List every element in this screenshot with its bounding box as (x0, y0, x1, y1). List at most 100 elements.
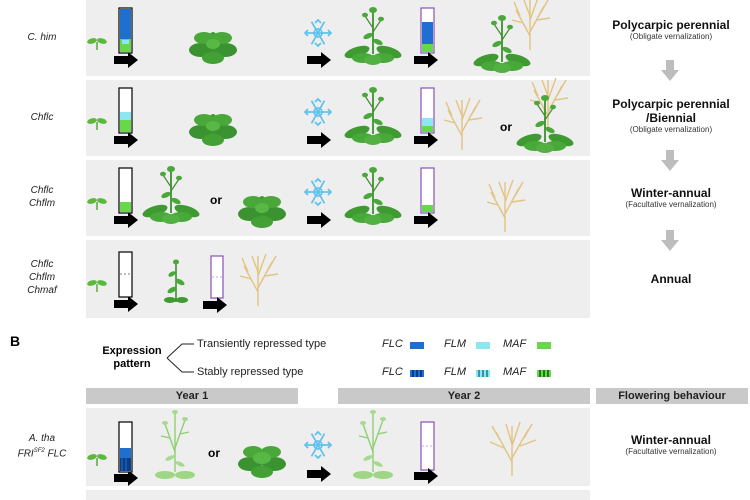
row-4-graphics (85, 251, 279, 313)
row-label-2: Chflc (0, 111, 84, 124)
behaviour-3: Winter-annual (Facultative vernalization… (596, 186, 746, 210)
vernalization-note: (Obligate vernalization) (629, 125, 713, 134)
row-label-line: Chflm (28, 272, 56, 283)
bolting-plant-icon (154, 409, 196, 480)
row-label-line: Chflc (30, 185, 54, 196)
expression-pattern-title: Expression pattern (96, 345, 168, 371)
seedling-icon (85, 452, 109, 467)
gene-flc-label: FLC (382, 366, 403, 378)
panel-letter: B (10, 333, 21, 349)
type-transient: Transiently repressed type (197, 338, 327, 350)
gene-maf-label: MAF (503, 366, 527, 378)
expression-tube-icon (210, 255, 224, 299)
bolting-plant-icon (514, 94, 576, 154)
panel-a-graphics (85, 0, 576, 313)
snowflake-icon (304, 98, 332, 126)
bolting-plant-icon (342, 166, 404, 226)
row-bg-2 (86, 80, 590, 156)
row-2-graphics (85, 77, 576, 154)
down-arrow-icon (661, 150, 679, 171)
right-arrow-icon (307, 466, 331, 482)
snowflake-icon (304, 19, 332, 47)
behaviour-4: Annual (596, 272, 746, 286)
expression-tube-icon (420, 421, 435, 471)
panel-b-graphics (85, 409, 537, 486)
gene-flm-label: FLM (444, 338, 466, 350)
behaviour-1: Polycarpic perennial (Obligate vernaliza… (596, 18, 746, 42)
right-arrow-icon (114, 212, 138, 228)
expression-tube-icon (118, 7, 133, 54)
behaviour-2: Polycarpic perennial /Biennial (Obligate… (596, 97, 746, 135)
row-label-4: Chflc Chflm Chmaf (0, 258, 84, 297)
row-bg-b2 (86, 490, 590, 500)
snowflake-icon (304, 431, 332, 459)
behaviour-title: Winter-annual (631, 186, 711, 200)
right-arrow-icon (414, 52, 438, 68)
behaviour-title: Polycarpic perennial (612, 18, 730, 32)
expression-tube-icon (420, 7, 435, 54)
row-label-line: Chflc (30, 259, 54, 270)
flc-stable-swatch (410, 370, 424, 377)
row-label-3: Chflc Chflm (0, 184, 84, 210)
seedling-icon (85, 36, 109, 51)
rosette-plant-icon (238, 195, 286, 228)
behaviour-title: Annual (650, 272, 692, 286)
or-text: or (208, 446, 220, 460)
down-arrow-icon (661, 60, 679, 81)
label-superscript: SF2 (33, 448, 45, 454)
or-text: or (210, 193, 222, 207)
bolting-plant-icon (342, 6, 404, 66)
row-label-1: C. him (0, 31, 84, 44)
expression-tube-icon (420, 87, 435, 134)
maf-swatch (537, 342, 551, 349)
expression-tube-icon (118, 87, 133, 134)
gene-flm-label: FLM (444, 366, 466, 378)
flm-swatch (476, 342, 490, 349)
seedling-icon (85, 278, 109, 293)
row-label-line: Chflm (28, 198, 56, 209)
legend-brace (166, 343, 194, 373)
senesced-plant-icon (511, 0, 551, 51)
expression-title-line: Expression (102, 345, 162, 357)
expression-tube-icon (118, 421, 133, 473)
label-flc: FLC (44, 448, 67, 460)
right-arrow-icon (307, 132, 331, 148)
row-bg-4 (86, 240, 590, 318)
flowering-behaviour-header: Flowering behaviour (596, 388, 748, 404)
maf-stable-swatch (537, 370, 551, 377)
flc-swatch (410, 342, 424, 349)
right-arrow-icon (114, 52, 138, 68)
behaviour-b1: Winter-annual (Facultative vernalization… (596, 433, 746, 457)
snowflake-icon (304, 178, 332, 206)
year-1-header: Year 1 (86, 388, 298, 404)
seedling-icon (85, 196, 109, 211)
row-label-line: A. tha (28, 433, 56, 444)
right-arrow-icon (414, 212, 438, 228)
rosette-plant-icon (189, 113, 237, 146)
bolting-plant-icon (342, 86, 404, 146)
row-1-graphics (85, 0, 551, 74)
right-arrow-icon (307, 52, 331, 68)
expression-tube-icon (118, 251, 133, 298)
expression-tube-icon (420, 167, 435, 214)
vernalization-note: (Facultative vernalization) (625, 200, 717, 209)
row-label-b1: A. tha FRISF2 FLC (0, 432, 84, 460)
right-arrow-icon (114, 132, 138, 148)
behaviour-title-2: /Biennial (645, 111, 696, 125)
gene-maf-label: MAF (503, 338, 527, 350)
seedling-icon (85, 116, 109, 131)
rosette-plant-icon (189, 31, 237, 64)
senesced-plant-icon (239, 253, 279, 307)
right-arrow-icon (414, 132, 438, 148)
down-arrow-icon (661, 230, 679, 251)
vernalization-note: (Facultative vernalization) (625, 447, 717, 456)
senesced-plant-icon (443, 97, 483, 151)
or-text: or (500, 120, 512, 134)
right-arrow-icon (203, 297, 227, 313)
gene-flc-label: FLC (382, 338, 403, 350)
year-2-header: Year 2 (338, 388, 590, 404)
type-stable: Stably repressed type (197, 366, 304, 378)
row-label-line-2: FRISF2 FLC (0, 445, 84, 460)
row-label-line: C. him (27, 32, 57, 43)
bolting-plant-icon (140, 165, 202, 225)
